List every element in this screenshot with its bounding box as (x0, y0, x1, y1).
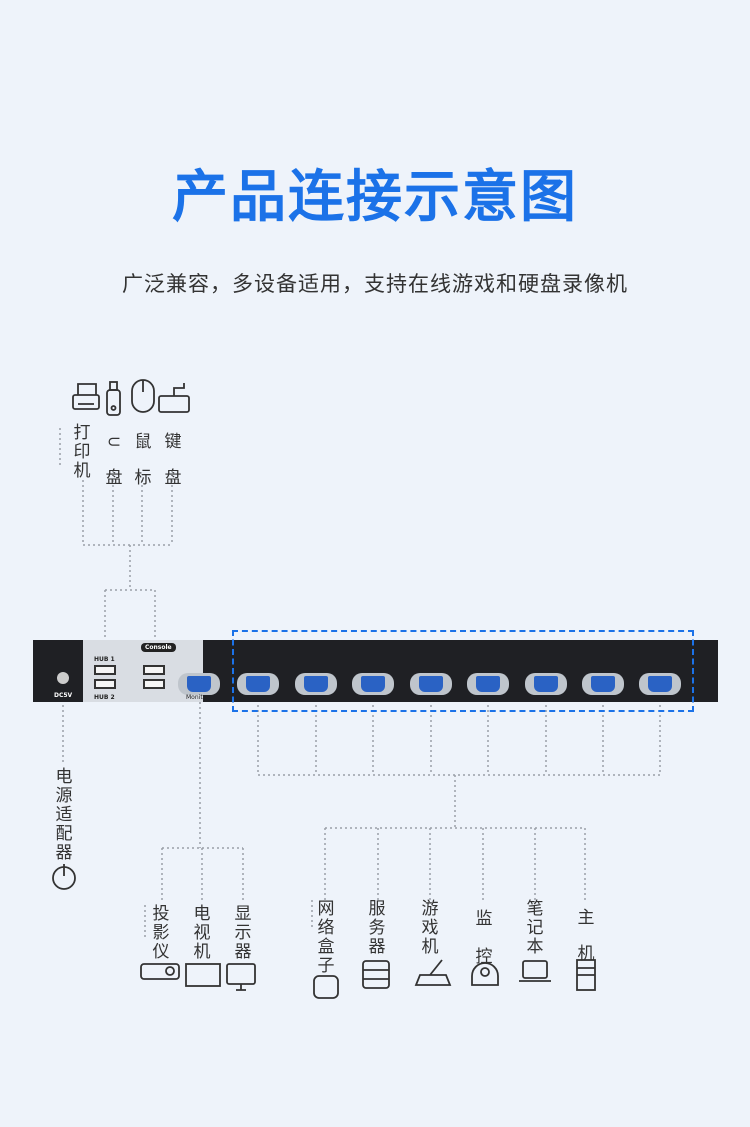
vga-port[interactable] (525, 673, 567, 695)
usb-drive-icon (106, 381, 121, 416)
keyboard-icon (158, 383, 190, 413)
vga-port[interactable] (410, 673, 452, 695)
label-camera: 监控 (475, 909, 493, 967)
usb-port[interactable] (143, 679, 165, 689)
laptop-icon (519, 960, 551, 982)
dc-label: DC5V (54, 692, 73, 699)
monitor-vga-port[interactable] (178, 673, 220, 695)
printer-icon (72, 383, 100, 410)
label-mouse: 鼠标 (134, 432, 152, 488)
label-game-console: 游戏机 (421, 899, 439, 957)
label-laptop: 笔记本 (526, 899, 544, 957)
hub2-label: HUB 2 (94, 694, 115, 701)
game-console-icon (414, 959, 452, 986)
label-printer: 打印机 (73, 423, 91, 481)
mouse-icon (131, 379, 155, 413)
page-title: 产品连接示意图 (172, 165, 578, 230)
vga-port[interactable] (352, 673, 394, 695)
monitor-label: Monitor (186, 694, 209, 701)
label-usb-drive: ⊂盘 (105, 432, 123, 488)
label-network-box: 网络盒子 (317, 899, 335, 976)
host-ports-highlight (232, 630, 694, 712)
label-server: 服务器 (368, 899, 386, 957)
label-monitor: 显示器 (234, 904, 252, 962)
vga-port[interactable] (237, 673, 279, 695)
usb-port[interactable] (94, 665, 116, 675)
vga-port[interactable] (295, 673, 337, 695)
network-box-icon (313, 975, 339, 999)
console-label: Console (141, 643, 176, 652)
label-projector: 投影仪 (152, 904, 170, 962)
label-keyboard: 键盘 (164, 432, 182, 488)
subtitle: 广泛兼容，多设备适用，支持在线游戏和硬盘录像机 (122, 272, 628, 296)
monitor-icon (226, 963, 256, 991)
label-desktop: 主机 (577, 908, 595, 964)
vga-port[interactable] (467, 673, 509, 695)
tv-icon (185, 963, 221, 987)
projector-icon (140, 963, 180, 980)
usb-port[interactable] (143, 665, 165, 675)
usb-port[interactable] (94, 679, 116, 689)
camera-icon (471, 962, 499, 986)
label-power-adapter: 电源适配器 (55, 767, 73, 863)
hub1-label: HUB 1 (94, 656, 115, 663)
server-icon (362, 960, 390, 989)
dc-jack[interactable] (57, 672, 69, 684)
desktop-tower-icon (576, 959, 596, 991)
vga-port[interactable] (639, 673, 681, 695)
label-tv: 电视机 (193, 904, 211, 962)
vga-port[interactable] (582, 673, 624, 695)
power-icon (52, 864, 76, 890)
